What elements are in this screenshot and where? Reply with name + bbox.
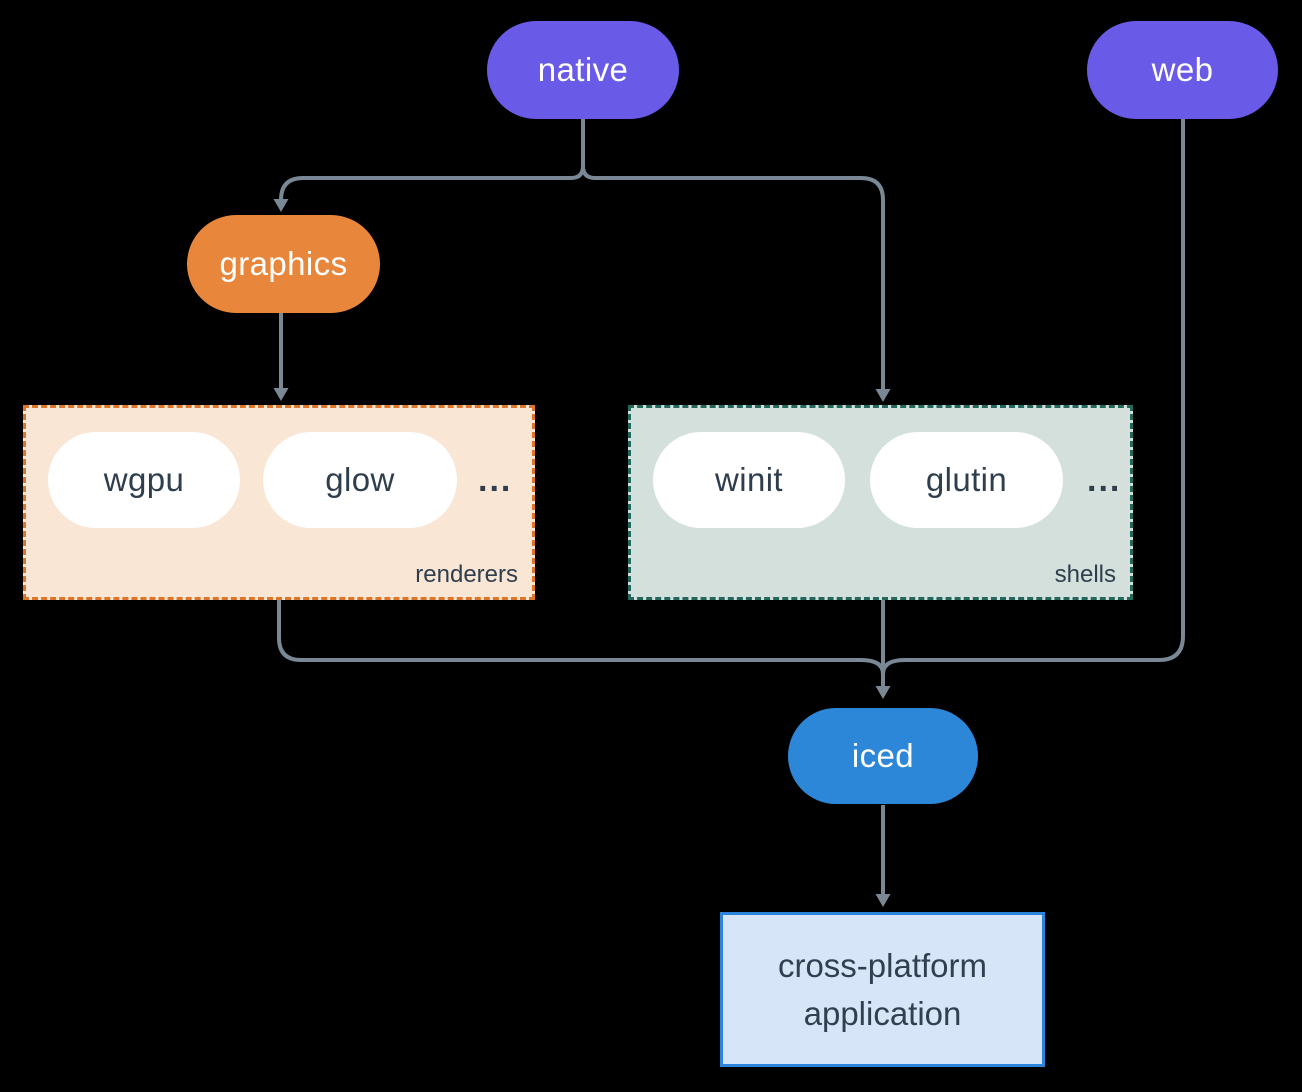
arrowhead-into-renderers [273, 388, 289, 401]
arrowhead-into-iced [875, 686, 891, 699]
edge-native-to-shells [581, 119, 885, 390]
node-winit: winit [653, 432, 845, 528]
edge-renderers-to-merge [277, 600, 885, 675]
node-native: native [487, 21, 679, 119]
group-renderers: wgpu glow ... renderers [23, 405, 535, 600]
node-graphics: graphics [187, 215, 380, 313]
arrowhead-into-graphics [273, 199, 289, 212]
renderers-ellipsis: ... [478, 460, 513, 499]
shells-ellipsis: ... [1087, 460, 1122, 499]
application-label-line1: cross-platform [777, 946, 988, 984]
node-wgpu: wgpu [48, 432, 240, 528]
edge-native-to-graphics [279, 119, 585, 201]
node-application: cross-platform application [720, 912, 1045, 1067]
arrowhead-into-application [875, 894, 891, 907]
node-glow: glow [263, 432, 457, 528]
application-label-line2: application [803, 994, 962, 1032]
edge-web-to-merge [881, 119, 1185, 675]
renderers-group-label: renderers [415, 561, 518, 588]
node-iced: iced [788, 708, 978, 804]
group-shells: winit glutin ... shells [628, 405, 1133, 600]
arrowhead-into-shells [875, 389, 891, 402]
node-glutin: glutin [870, 432, 1063, 528]
node-web: web [1087, 21, 1278, 119]
shells-group-label: shells [1054, 561, 1116, 588]
